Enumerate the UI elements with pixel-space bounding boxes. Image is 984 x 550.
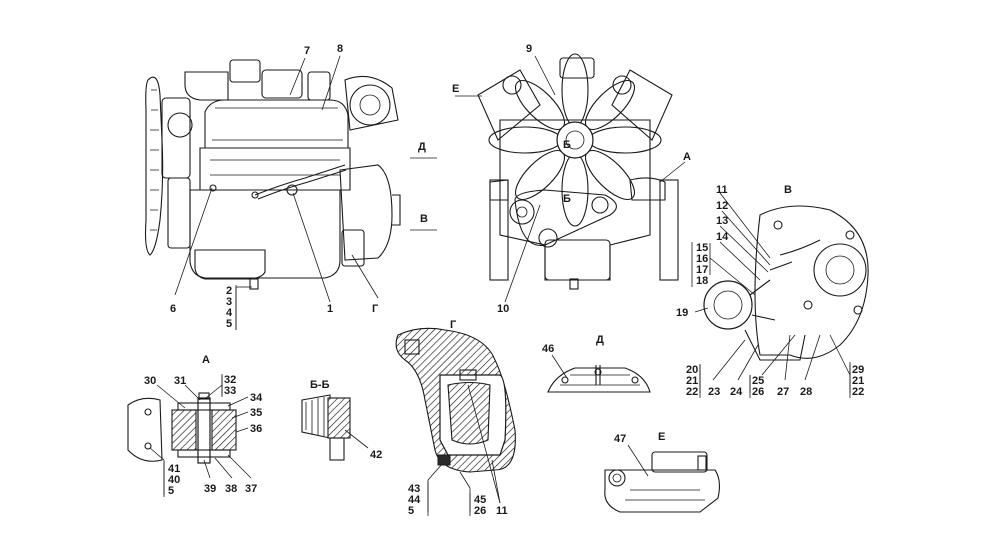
- callout-label: 32: [224, 374, 236, 386]
- callout-label: 11: [496, 505, 508, 517]
- callout-label: 38: [225, 483, 237, 495]
- callout-label: 16: [696, 253, 708, 265]
- callout-label: 22: [686, 386, 698, 398]
- callout-label: 2: [226, 285, 232, 297]
- engine-side-view: [144, 59, 401, 290]
- callout-label: 22: [852, 386, 864, 398]
- callout-label: 47: [614, 433, 626, 445]
- callout-label: 7: [304, 45, 310, 57]
- view-title: Е: [658, 431, 665, 443]
- view-e-manifold: [604, 451, 721, 513]
- callout-label: 19: [676, 307, 688, 319]
- callout-label: 29: [852, 364, 864, 376]
- callout-label: 13: [716, 215, 728, 227]
- callout-label: 37: [245, 483, 257, 495]
- callout-label: 17: [696, 264, 708, 276]
- view-g-section: [395, 327, 516, 473]
- callout-label: 18: [696, 275, 708, 287]
- callout-label: 26: [474, 505, 486, 517]
- callout-label: 45: [474, 494, 486, 506]
- callout-label: 5: [168, 485, 174, 497]
- callout-label: 41: [168, 463, 180, 475]
- callout-label: 44: [408, 494, 421, 506]
- callout-label: 24: [730, 386, 743, 398]
- callout-label: 28: [800, 386, 812, 398]
- callout-label: 36: [250, 423, 262, 435]
- callout-label: 31: [174, 375, 186, 387]
- callout-label: 21: [852, 375, 864, 387]
- view-d-cover: [547, 365, 651, 393]
- callout-label: 12: [716, 200, 728, 212]
- callout-label: 3: [226, 296, 232, 308]
- callout-label: 46: [542, 343, 554, 355]
- section-mark-label: Б: [563, 139, 571, 151]
- view-bb-section: [301, 394, 351, 461]
- view-pointer-label: Г: [372, 303, 379, 315]
- view-title: В: [784, 184, 792, 196]
- view-pointer-label: А: [683, 151, 691, 163]
- callout-label: 34: [250, 392, 263, 404]
- view-title: Б-Б: [310, 379, 330, 391]
- engine-front-view: [477, 53, 679, 290]
- callout-label: 5: [226, 318, 232, 330]
- callout-label: 33: [224, 385, 236, 397]
- callout-label: 20: [686, 364, 698, 376]
- callout-label: 25: [752, 375, 764, 387]
- view-title: Г: [450, 319, 457, 331]
- callout-label: 42: [370, 449, 382, 461]
- callout-label: 35: [250, 407, 262, 419]
- callout-label: 9: [526, 43, 532, 55]
- view-pointer-label: В: [420, 213, 428, 225]
- view-title: А: [202, 354, 210, 366]
- callout-label: 43: [408, 483, 420, 495]
- view-b-flywheel-housing: [703, 205, 869, 361]
- callout-label: 1: [327, 303, 333, 315]
- callout-label: 11: [716, 184, 728, 196]
- callout-label: 5: [408, 505, 414, 517]
- callout-labels: 7 8 Д В 6 1 Г 2 3 4 5 9 Е Б Б А 10 В 11 …: [144, 43, 864, 517]
- view-pointer-label: Д: [418, 141, 426, 153]
- callout-label: 26: [752, 386, 764, 398]
- callout-label: 27: [777, 386, 789, 398]
- callout-label: 15: [696, 242, 708, 254]
- view-a-mount-section: [127, 392, 237, 464]
- stack-bars: [163, 242, 851, 516]
- view-title: Д: [596, 334, 604, 346]
- callout-label: 39: [204, 483, 216, 495]
- callout-label: 21: [686, 375, 698, 387]
- callout-label: 6: [170, 303, 176, 315]
- callout-label: 10: [497, 303, 509, 315]
- callout-label: 40: [168, 474, 180, 486]
- callout-label: 23: [708, 386, 720, 398]
- section-mark-label: Б: [563, 193, 571, 205]
- view-pointer-label: Е: [452, 83, 459, 95]
- callout-label: 30: [144, 375, 156, 387]
- callout-label: 14: [716, 231, 729, 243]
- callout-label: 4: [226, 307, 233, 319]
- callout-label: 8: [337, 43, 343, 55]
